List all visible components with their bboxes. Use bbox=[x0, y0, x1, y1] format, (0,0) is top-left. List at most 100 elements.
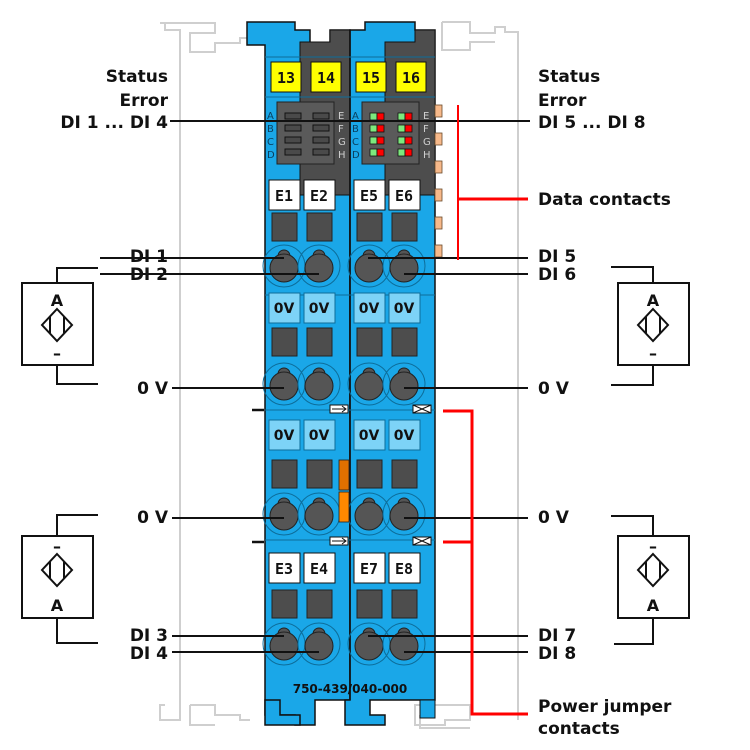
terminal-label-e6: E6 bbox=[395, 187, 413, 205]
sensor-symbol-bottom: – bbox=[53, 344, 61, 363]
led-letter-b-right: B bbox=[352, 124, 359, 135]
label-di1: DI 1 bbox=[130, 247, 168, 267]
label-di4: DI 4 bbox=[130, 644, 168, 664]
sensor-symbol-bottom: A bbox=[647, 596, 660, 615]
terminal-number-15: 15 bbox=[362, 69, 380, 87]
led-panel-right bbox=[361, 101, 420, 165]
terminal-label-e5: E5 bbox=[360, 187, 378, 205]
power-jumper bbox=[338, 459, 350, 523]
terminal-clamp-icon[interactable] bbox=[262, 492, 306, 536]
label-data-contacts: Data contacts bbox=[538, 190, 671, 210]
sensor-left-bottom: – A bbox=[21, 514, 98, 644]
label-0v-left-2: 0 V bbox=[137, 508, 169, 528]
led-letter-c-left: C bbox=[267, 137, 274, 148]
proximity-sensor-icon bbox=[636, 552, 670, 588]
terminal-row-2: 0V 0V 0V 0V bbox=[268, 292, 421, 324]
led-letter-h-left: H bbox=[338, 150, 346, 161]
sensor-symbol-top: – bbox=[649, 537, 657, 556]
sensor-symbol-top: A bbox=[51, 291, 64, 310]
label-di3: DI 3 bbox=[130, 626, 168, 646]
label-di5: DI 5 bbox=[538, 247, 576, 267]
terminal-label-e3: E3 bbox=[275, 560, 293, 578]
terminal-clamp-icon[interactable] bbox=[382, 492, 426, 536]
labels-right: Status Error DI 5 ... DI 8 Data contacts… bbox=[538, 67, 672, 739]
terminal-label-0v: 0V bbox=[359, 428, 380, 444]
label-error-right: Error bbox=[538, 91, 587, 111]
terminal-label-e7: E7 bbox=[360, 560, 378, 578]
led-letter-c-right: C bbox=[352, 137, 359, 148]
sensor-box bbox=[617, 282, 690, 366]
led-letter-f-left: F bbox=[338, 124, 344, 135]
neighbor-module-outline-right bbox=[414, 21, 519, 729]
label-0v-right-1: 0 V bbox=[538, 379, 570, 399]
model-number: 750-439/040-000 bbox=[293, 682, 408, 696]
led-letter-d-left: D bbox=[267, 150, 275, 161]
label-power-jumper: Power jumper bbox=[538, 697, 672, 717]
label-di8: DI 8 bbox=[538, 644, 576, 664]
label-di7: DI 7 bbox=[538, 626, 576, 646]
sensor-left-top: A – bbox=[21, 267, 98, 385]
sensor-symbol-bottom: – bbox=[649, 344, 657, 363]
terminal-row-3: 0V 0V 0V 0V bbox=[268, 419, 421, 451]
sensor-box bbox=[617, 535, 690, 619]
terminal-label-0v: 0V bbox=[309, 301, 330, 317]
terminal-label-e1: E1 bbox=[275, 187, 293, 205]
terminal-label-0v: 0V bbox=[359, 301, 380, 317]
terminal-label-e8: E8 bbox=[395, 560, 413, 578]
terminal-label-0v: 0V bbox=[394, 301, 415, 317]
label-di1-di4: DI 1 ... DI 4 bbox=[60, 113, 168, 133]
terminal-row-1: E1 E2 E5 E6 bbox=[268, 179, 421, 211]
label-0v-left-1: 0 V bbox=[137, 379, 169, 399]
labels-left: Status Error DI 1 ... DI 4 DI 1 DI 2 0 V… bbox=[60, 67, 168, 664]
label-status-left: Status bbox=[106, 67, 168, 87]
proximity-sensor-icon bbox=[40, 552, 74, 588]
led-letter-e-right: E bbox=[423, 111, 429, 122]
power-jumper-contact-markers bbox=[329, 404, 432, 546]
data-contacts bbox=[434, 104, 443, 258]
terminal-number-16: 16 bbox=[402, 69, 420, 87]
label-status-right: Status bbox=[538, 67, 600, 87]
led-letter-d-right: D bbox=[352, 150, 360, 161]
terminal-label-e2: E2 bbox=[310, 187, 328, 205]
led-letter-a-left: A bbox=[267, 111, 274, 122]
terminal-label-0v: 0V bbox=[274, 428, 295, 444]
leader-lines bbox=[100, 120, 530, 653]
label-0v-right-2: 0 V bbox=[538, 508, 570, 528]
proximity-sensor-icon bbox=[40, 307, 74, 343]
sensor-symbol-top: – bbox=[53, 537, 61, 556]
top-number-row: 13 14 15 16 bbox=[270, 61, 427, 93]
neighbor-module-outline-left bbox=[159, 22, 250, 726]
sensor-symbol-bottom: A bbox=[51, 596, 64, 615]
terminal-clamp-icon[interactable] bbox=[347, 492, 391, 536]
sensor-right-bottom: – A bbox=[611, 515, 690, 645]
callout-power-jumper bbox=[443, 409, 528, 716]
terminal-label-0v: 0V bbox=[274, 301, 295, 317]
terminal-label-e4: E4 bbox=[310, 560, 328, 578]
terminal-clamp-icon[interactable] bbox=[297, 362, 341, 406]
led-letter-f-right: F bbox=[423, 124, 429, 135]
led-panel-left bbox=[276, 101, 335, 165]
label-di2: DI 2 bbox=[130, 265, 168, 285]
label-power-jumper-contacts: contacts bbox=[538, 719, 620, 739]
callout-data-contacts bbox=[457, 105, 528, 260]
terminal-label-0v: 0V bbox=[394, 428, 415, 444]
led-letter-b-left: B bbox=[267, 124, 274, 135]
terminal-label-0v: 0V bbox=[309, 428, 330, 444]
led-letters: A B C D E F G H A B C D E F G H bbox=[267, 111, 431, 161]
terminal-clamp-icon[interactable] bbox=[382, 362, 426, 406]
label-error-left: Error bbox=[120, 91, 169, 111]
sensor-right-top: A – bbox=[611, 266, 690, 386]
led-letter-h-right: H bbox=[423, 150, 431, 161]
label-di5-di8: DI 5 ... DI 8 bbox=[538, 113, 646, 133]
label-di6: DI 6 bbox=[538, 265, 576, 285]
terminal-number-14: 14 bbox=[317, 69, 335, 87]
terminal-number-13: 13 bbox=[277, 69, 295, 87]
led-letter-a-right: A bbox=[352, 111, 359, 122]
push-buttons bbox=[271, 212, 418, 619]
terminal-clamp-icon[interactable] bbox=[297, 492, 341, 536]
led-letter-e-left: E bbox=[338, 111, 344, 122]
led-letter-g-left: G bbox=[338, 137, 346, 148]
proximity-sensor-icon bbox=[636, 307, 670, 343]
sensor-symbol-top: A bbox=[647, 291, 660, 310]
